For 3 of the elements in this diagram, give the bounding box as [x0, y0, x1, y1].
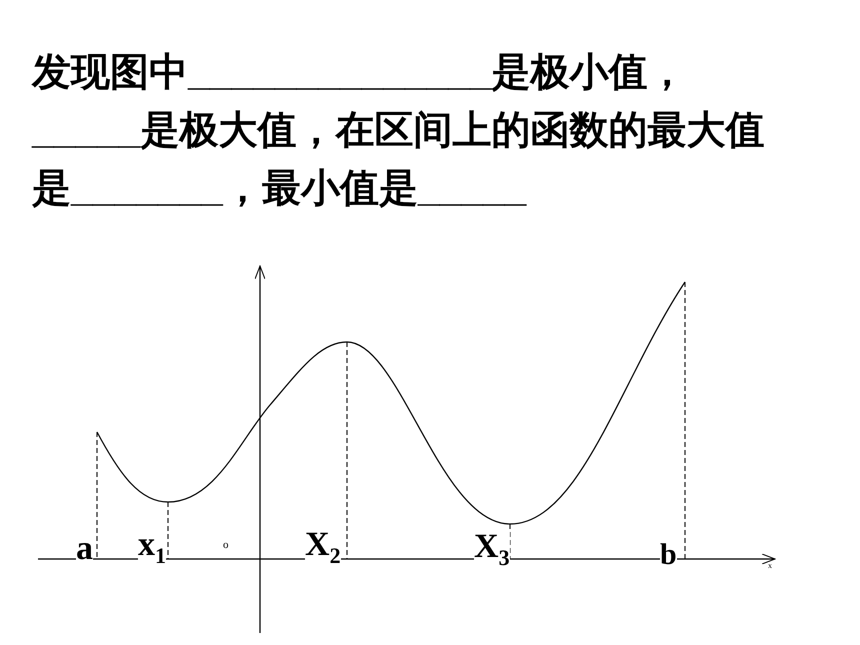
- question-text: 发现图中______________是极小值，_____是极大值，在区间上的函数的最大值是_______，最小值是_____: [32, 50, 766, 212]
- axis-label: x: [768, 562, 772, 570]
- origin-label: o: [223, 540, 228, 551]
